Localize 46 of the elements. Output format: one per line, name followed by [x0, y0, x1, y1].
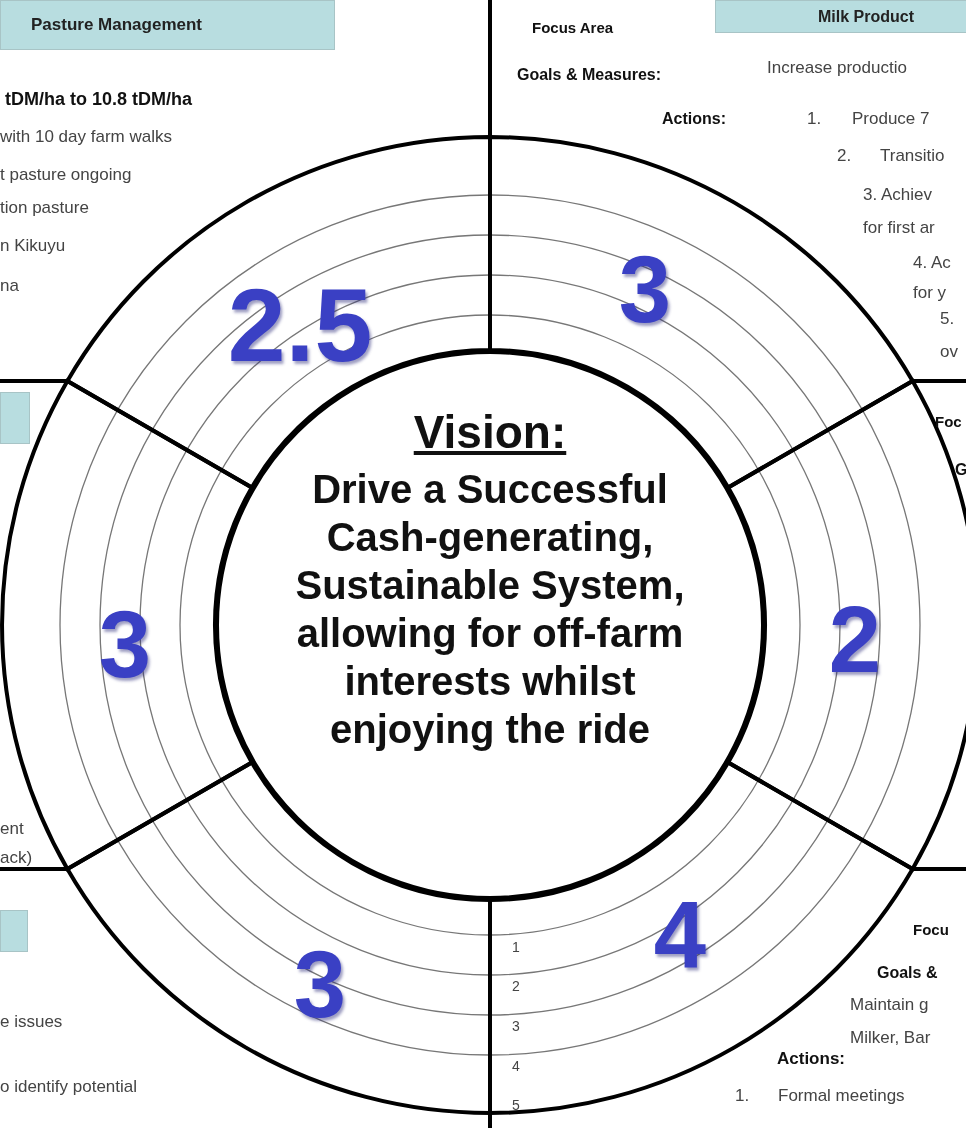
scale-number: 5	[512, 1098, 520, 1114]
field-heading: Actions:	[777, 1050, 845, 1069]
text-line: t pasture ongoing	[0, 166, 132, 185]
text-line: 1.	[807, 110, 822, 129]
text-line: n Kikuyu	[0, 237, 66, 256]
field-heading: G	[955, 461, 966, 479]
field-heading: tDM/ha to 10.8 tDM/ha	[5, 90, 192, 110]
text-line: 2.	[837, 147, 852, 166]
text-line: 1.	[735, 1087, 750, 1106]
text-line: 4. Ac	[913, 254, 951, 273]
header-box: Pasture Management	[0, 0, 335, 50]
text-line: Transitio	[880, 147, 945, 166]
vision-statement: Drive a Successful Cash-generating, Sustainable System, allowing for off-farm interests whilst enjoying the ride	[294, 465, 686, 753]
header-box: Milk Product	[715, 0, 966, 33]
field-heading: Goals & Measures:	[517, 66, 662, 84]
text-line: Maintain g	[850, 996, 929, 1015]
score-number: 3	[98, 598, 152, 692]
field-heading: Foc	[935, 414, 962, 431]
text-line: Formal meetings	[778, 1087, 905, 1106]
text-line: for first ar	[863, 219, 935, 238]
header-box	[0, 910, 28, 952]
text-line: for y	[913, 284, 947, 303]
field-heading: Actions:	[662, 110, 726, 128]
text-line: tion pasture	[0, 199, 89, 218]
scale-number: 2	[512, 979, 520, 995]
text-line: ent	[0, 820, 24, 839]
text-line: Produce 7	[852, 110, 930, 129]
scale-number: 3	[512, 1019, 520, 1035]
text-line: ov	[940, 343, 958, 362]
text-line: na	[0, 277, 19, 296]
field-heading: Focu	[913, 922, 949, 939]
field-heading: Goals &	[877, 964, 938, 982]
text-line: 3. Achiev	[863, 186, 932, 205]
text-line: e issues	[0, 1013, 63, 1032]
text-line: 5.	[940, 310, 955, 329]
text-line: o identify potential	[0, 1078, 138, 1097]
field-heading: Focus Area	[532, 20, 614, 37]
text-line: with 10 day farm walks	[0, 128, 172, 147]
header-box	[0, 392, 30, 444]
text-line: Milker, Bar	[850, 1029, 931, 1048]
score-number: 2	[828, 593, 882, 687]
scale-number: 1	[512, 940, 520, 956]
text-line: Increase productio	[767, 59, 907, 78]
scale-number: 4	[512, 1059, 520, 1075]
vision-heading: Vision:	[413, 406, 567, 459]
text-line: ack)	[0, 849, 33, 868]
